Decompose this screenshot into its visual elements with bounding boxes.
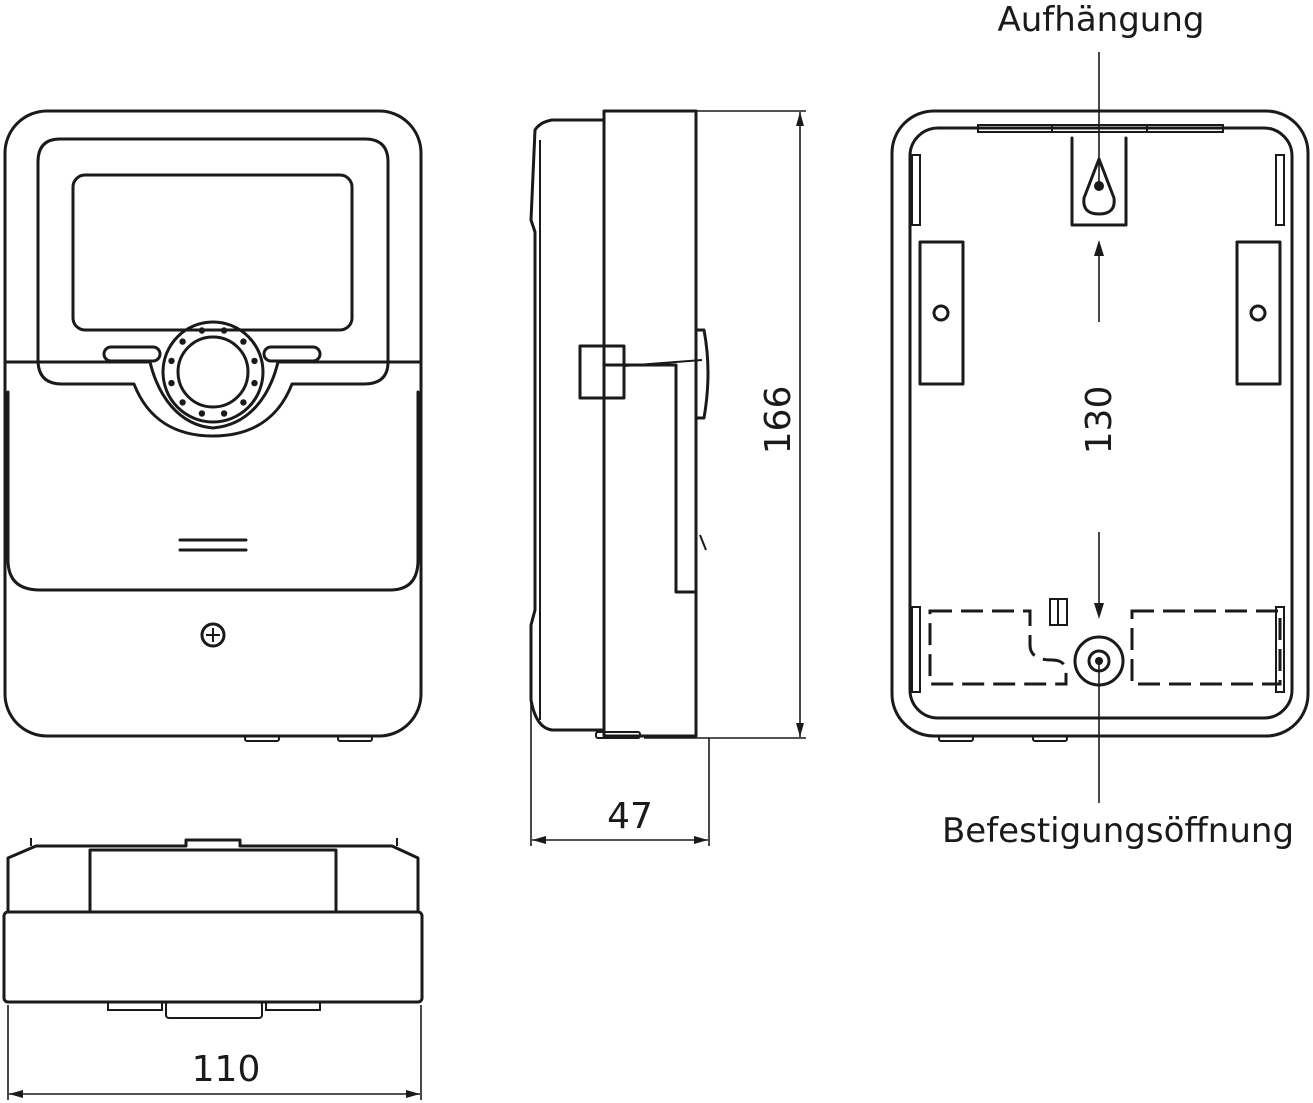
back-housing-outer [890, 109, 1310, 738]
side-view [529, 109, 710, 739]
depth-dimension: 47 [530, 700, 710, 846]
front-foot-right [337, 735, 373, 742]
bottom-view [2, 838, 424, 1019]
side-latch [578, 344, 626, 400]
side-rear-contour [529, 118, 606, 732]
back-rib-tr [1275, 154, 1285, 226]
front-foot-left [244, 735, 280, 742]
lightwheel-dot [179, 399, 186, 406]
back-rib-tl [911, 154, 921, 226]
lightwheel-dot [198, 410, 206, 417]
lightwheel-dot [168, 379, 175, 387]
back-foot-right [1032, 735, 1068, 742]
front-housing [3, 109, 423, 738]
back-clip-left-hole [932, 304, 950, 322]
hole-distance-arrow-up-icon [1094, 240, 1104, 256]
depth-arrow-right-icon [694, 836, 708, 844]
depth-value: 47 [607, 796, 653, 837]
back-rib-bl [911, 606, 921, 693]
lightwheel-dot [251, 357, 258, 365]
lightwheel-dot [220, 327, 228, 334]
back-view: 130 Aufhängung Befestigungsöffnung [890, 0, 1310, 851]
back-hanger-frame [1070, 136, 1128, 227]
bottom-feet [107, 1002, 321, 1011]
lightwheel-dot [240, 338, 247, 345]
height-value: 166 [758, 386, 799, 455]
front-display-frame [36, 137, 390, 438]
back-clip-right-hole [1249, 304, 1267, 322]
back-terminal-cover-left [928, 609, 1068, 686]
front-view [3, 109, 423, 742]
height-arrow-bottom-icon [796, 723, 804, 737]
lightwheel-dot [168, 357, 175, 365]
hole-distance-arrow-down-icon [1094, 603, 1104, 619]
back-top-slot [977, 124, 1224, 133]
back-clip-left [918, 240, 965, 386]
side-foot [595, 731, 641, 739]
width-value: 110 [192, 1049, 261, 1090]
lightwheel-dot [251, 379, 258, 387]
front-button-left [102, 345, 162, 363]
hole-distance-value: 130 [1079, 386, 1120, 455]
depth-arrow-left-icon [532, 836, 546, 844]
back-rib-br [1275, 606, 1285, 693]
lightwheel-dot [198, 327, 206, 334]
side-front-body [602, 109, 698, 738]
width-arrow-right-icon [406, 1090, 420, 1098]
width-arrow-left-icon [9, 1090, 23, 1098]
width-dimension: 110 [7, 1005, 422, 1100]
back-keyhole-slot [1082, 157, 1116, 216]
bottom-terminal-strip [165, 1001, 263, 1019]
bottom-center-block [88, 848, 338, 914]
back-terminal-cover-right [1130, 609, 1282, 686]
lightwheel-dot [220, 410, 228, 417]
front-display-screen [71, 173, 354, 332]
back-keyhole-point [1094, 181, 1104, 191]
bottom-back-part [6, 838, 420, 914]
lightwheel-dot [179, 338, 186, 345]
front-lower-cover [6, 390, 420, 592]
height-arrow-top-icon [796, 112, 804, 126]
front-button-right [262, 345, 322, 363]
side-button-profile [699, 534, 707, 551]
front-lightwheel-outer [161, 320, 265, 424]
hanging-label: Aufhängung [998, 0, 1205, 40]
front-lightwheel-dots [168, 327, 258, 417]
bottom-front-part [2, 910, 424, 1004]
front-lightwheel-inner [176, 335, 250, 409]
side-latch-link [623, 359, 703, 367]
height-dimension: 166 [644, 110, 806, 739]
back-clip-right [1235, 240, 1282, 386]
front-screw-icon [200, 622, 226, 648]
back-housing-inner [908, 126, 1294, 720]
back-fixing-hole-point [1095, 657, 1103, 665]
side-wheel-profile [694, 328, 710, 420]
lightwheel-dot [240, 399, 247, 406]
front-cover-upper [3, 360, 423, 430]
back-foot-left [938, 735, 974, 742]
fixing-label: Befestigungsöffnung [942, 811, 1294, 851]
